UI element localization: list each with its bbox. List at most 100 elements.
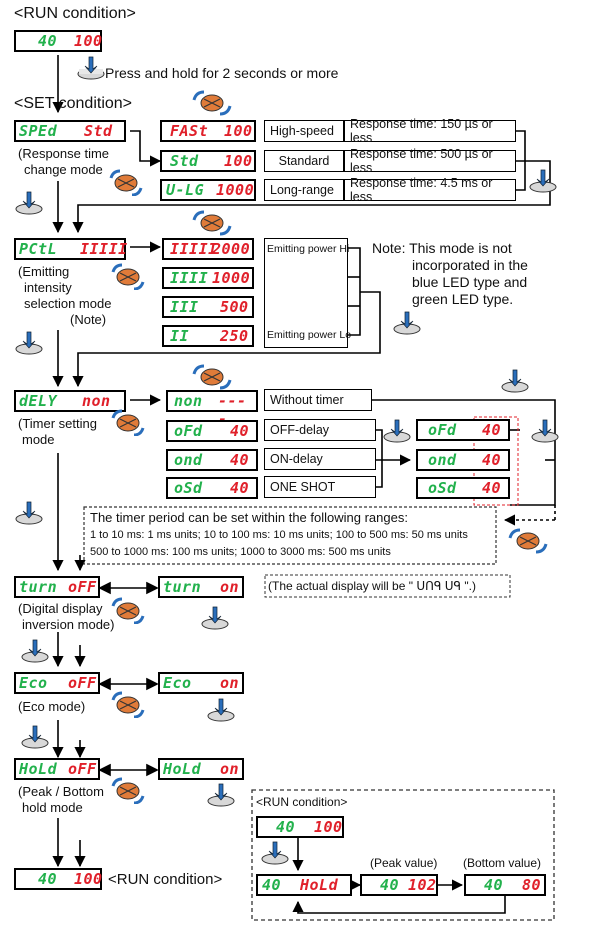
rotate-knob-icon[interactable] bbox=[110, 408, 146, 436]
rotate-knob-icon[interactable] bbox=[190, 362, 234, 392]
eco-value: on bbox=[220, 674, 240, 692]
press-button-icon[interactable] bbox=[14, 330, 44, 356]
inset-value: 80 bbox=[522, 876, 542, 894]
press-button-icon[interactable] bbox=[206, 782, 236, 808]
press-button-icon[interactable] bbox=[382, 418, 412, 444]
run-display: 40 100 bbox=[14, 30, 102, 52]
label-line: inversion mode) bbox=[22, 617, 115, 632]
note-line: blue LED type and bbox=[412, 274, 528, 290]
speed-option-display: Std 100 bbox=[160, 150, 256, 172]
option-label: oSd bbox=[174, 479, 203, 497]
option-value: 1000 bbox=[216, 181, 255, 199]
power-option-display: II 250 bbox=[162, 325, 254, 347]
speed-option-response: Response time: 4.5 ms or less bbox=[344, 176, 516, 204]
hold-value: on bbox=[220, 760, 240, 778]
option-value: 100 bbox=[224, 152, 253, 170]
press-button-icon[interactable] bbox=[14, 500, 44, 526]
set-label: ond bbox=[428, 451, 457, 469]
power-lo-label: Emitting power Lo bbox=[267, 329, 352, 341]
set-label: oFd bbox=[428, 421, 457, 439]
press-button-icon[interactable] bbox=[500, 368, 530, 394]
run-value: 100 bbox=[74, 32, 103, 50]
power-range-box bbox=[264, 238, 348, 348]
speed-display-label: SPEd bbox=[19, 122, 58, 140]
press-button-icon[interactable] bbox=[206, 697, 236, 723]
option-label: non bbox=[174, 392, 203, 410]
inset-channel: 40 bbox=[380, 876, 400, 894]
timer-display-label: dELY bbox=[19, 392, 58, 410]
rotate-knob-icon[interactable] bbox=[110, 690, 146, 718]
turn-label: turn bbox=[19, 578, 58, 596]
eco-off-display: Eco oFF bbox=[14, 672, 100, 694]
option-value: 2000 bbox=[212, 240, 251, 258]
press-button-icon[interactable] bbox=[20, 638, 50, 664]
run-display-bottom: 40 100 bbox=[14, 868, 102, 890]
timer-option-display: oSd 40 bbox=[166, 477, 258, 499]
press-button-icon[interactable] bbox=[200, 605, 230, 631]
inset-channel: 40 bbox=[484, 876, 504, 894]
eco-label: Eco bbox=[163, 674, 192, 692]
press-button-icon[interactable] bbox=[76, 55, 106, 81]
option-label: IIII bbox=[170, 269, 209, 287]
set-label: oSd bbox=[428, 479, 457, 497]
timer-set-display: oSd 40 bbox=[416, 477, 510, 499]
press-button-icon[interactable] bbox=[20, 724, 50, 750]
option-value: 1000 bbox=[212, 269, 251, 287]
option-label: ond bbox=[174, 451, 203, 469]
rotate-knob-icon[interactable] bbox=[110, 596, 146, 624]
run-condition-bottom: <RUN condition> bbox=[108, 871, 223, 888]
rotate-knob-icon[interactable] bbox=[108, 168, 144, 196]
label-line: (Response time bbox=[18, 146, 110, 161]
peak-value-label: (Peak value) bbox=[370, 856, 438, 870]
label-line: (Timer setting bbox=[18, 416, 97, 431]
timer-set-display: oFd 40 bbox=[416, 419, 510, 441]
turn-off-display: turn oFF bbox=[14, 576, 100, 598]
rotate-knob-icon[interactable] bbox=[190, 208, 234, 238]
label-line: (Note) bbox=[70, 312, 107, 327]
option-value: 40 bbox=[230, 451, 250, 469]
eco-value: oFF bbox=[68, 674, 97, 692]
label-line: intensity bbox=[24, 280, 72, 295]
option-label: II bbox=[170, 327, 190, 345]
turn-value: oFF bbox=[68, 578, 97, 596]
hold-mode-label: (Peak / Bottom hold mode bbox=[18, 784, 104, 816]
option-label: Std bbox=[170, 152, 199, 170]
press-button-icon[interactable] bbox=[530, 418, 560, 444]
press-button-icon[interactable] bbox=[260, 840, 290, 866]
channel-value: 40 bbox=[38, 870, 58, 888]
option-value: 500 bbox=[220, 298, 249, 316]
press-button-icon[interactable] bbox=[528, 168, 558, 194]
rotate-knob-icon[interactable] bbox=[506, 526, 550, 556]
power-option-display: IIIII 2000 bbox=[162, 238, 254, 260]
speed-option-display: FASt 100 bbox=[160, 120, 256, 142]
speed-display-value: Std bbox=[84, 122, 113, 140]
inset-value: 100 bbox=[314, 818, 343, 836]
option-label: U-LG bbox=[166, 181, 205, 199]
hold-on-display: HoLd on bbox=[158, 758, 244, 780]
inset-bottom-display: 40 80 bbox=[464, 874, 546, 896]
rotate-knob-icon[interactable] bbox=[110, 776, 146, 804]
rotate-knob-icon[interactable] bbox=[110, 262, 146, 290]
power-note: Note: This mode is not incorporated in t… bbox=[372, 240, 528, 308]
timer-option-display: non ---- bbox=[166, 390, 258, 428]
option-value: 40 bbox=[230, 479, 250, 497]
inset-channel: 40 bbox=[276, 818, 296, 836]
note-line: incorporated in the bbox=[412, 257, 528, 273]
speed-mode-display: SPEd Std bbox=[14, 120, 126, 142]
speed-option-name: Long-range bbox=[264, 179, 344, 201]
power-hi-label: Emitting power Hi bbox=[267, 243, 350, 255]
option-value: 100 bbox=[224, 122, 253, 140]
label-line: (Peak / Bottom bbox=[18, 784, 104, 799]
option-label: III bbox=[170, 298, 199, 316]
timer-set-display: ond 40 bbox=[416, 449, 510, 471]
hold-label: HoLd bbox=[163, 760, 202, 778]
label-line: (Emitting bbox=[18, 264, 70, 279]
press-button-icon[interactable] bbox=[14, 190, 44, 216]
press-button-icon[interactable] bbox=[392, 310, 422, 336]
timer-range-line: 500 to 1000 ms: 100 ms units; 1000 to 30… bbox=[90, 546, 391, 558]
option-label: oFd bbox=[174, 422, 203, 440]
option-label: IIIII bbox=[170, 240, 218, 258]
inset-hold-display: 40 HoLd bbox=[256, 874, 352, 896]
turn-mode-label: (Digital display inversion mode) bbox=[18, 601, 115, 633]
rotate-knob-icon[interactable] bbox=[190, 88, 234, 118]
